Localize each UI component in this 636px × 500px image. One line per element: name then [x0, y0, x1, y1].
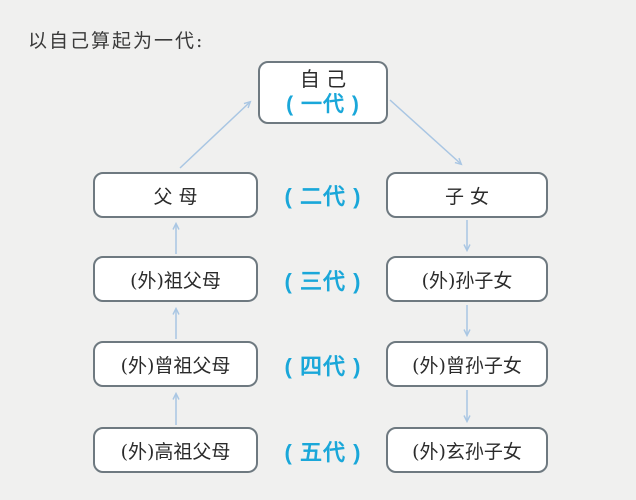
- generation-3-label: ( 三代 ): [284, 268, 362, 294]
- generation-1-label: ( 一代 ): [286, 92, 360, 116]
- node-great-grandparents-label: (外)曾祖父母: [120, 354, 231, 377]
- generation-2-label: ( 二代 ): [284, 184, 362, 209]
- node-children: 子 女: [386, 172, 548, 218]
- node-children-label: 子 女: [444, 185, 490, 208]
- node-grandchildren: (外)孙子女: [386, 256, 548, 302]
- node-parents: 父 母: [93, 172, 258, 218]
- node-great-great-grandchildren-label: (外)玄孙子女: [412, 440, 522, 463]
- diagram-title: 以自己算起为一代:: [28, 30, 205, 52]
- node-high-ancestors-label: (外)高祖父母: [120, 440, 231, 463]
- arrow-self-to-children: [389, 99, 463, 166]
- arrow-parents-to-self: [179, 100, 252, 169]
- node-high-ancestors: (外)高祖父母: [93, 427, 258, 473]
- node-parents-label: 父 母: [153, 185, 198, 208]
- node-grandparents: (外)祖父母: [93, 256, 258, 302]
- node-great-grandparents: (外)曾祖父母: [93, 341, 258, 387]
- generation-4-label: ( 四代 ): [284, 353, 362, 379]
- node-self-label: 自 己: [299, 66, 347, 91]
- node-grandchildren-label: (外)孙子女: [421, 269, 513, 292]
- node-great-grandchildren: (外)曾孙子女: [386, 341, 548, 387]
- node-self: 自 己 ( 一代 ): [258, 61, 388, 124]
- node-grandparents-label: (外)祖父母: [130, 269, 221, 292]
- node-great-great-grandchildren: (外)玄孙子女: [386, 427, 548, 473]
- generation-5-label: ( 五代 ): [284, 439, 362, 465]
- node-great-grandchildren-label: (外)曾孙子女: [412, 354, 522, 377]
